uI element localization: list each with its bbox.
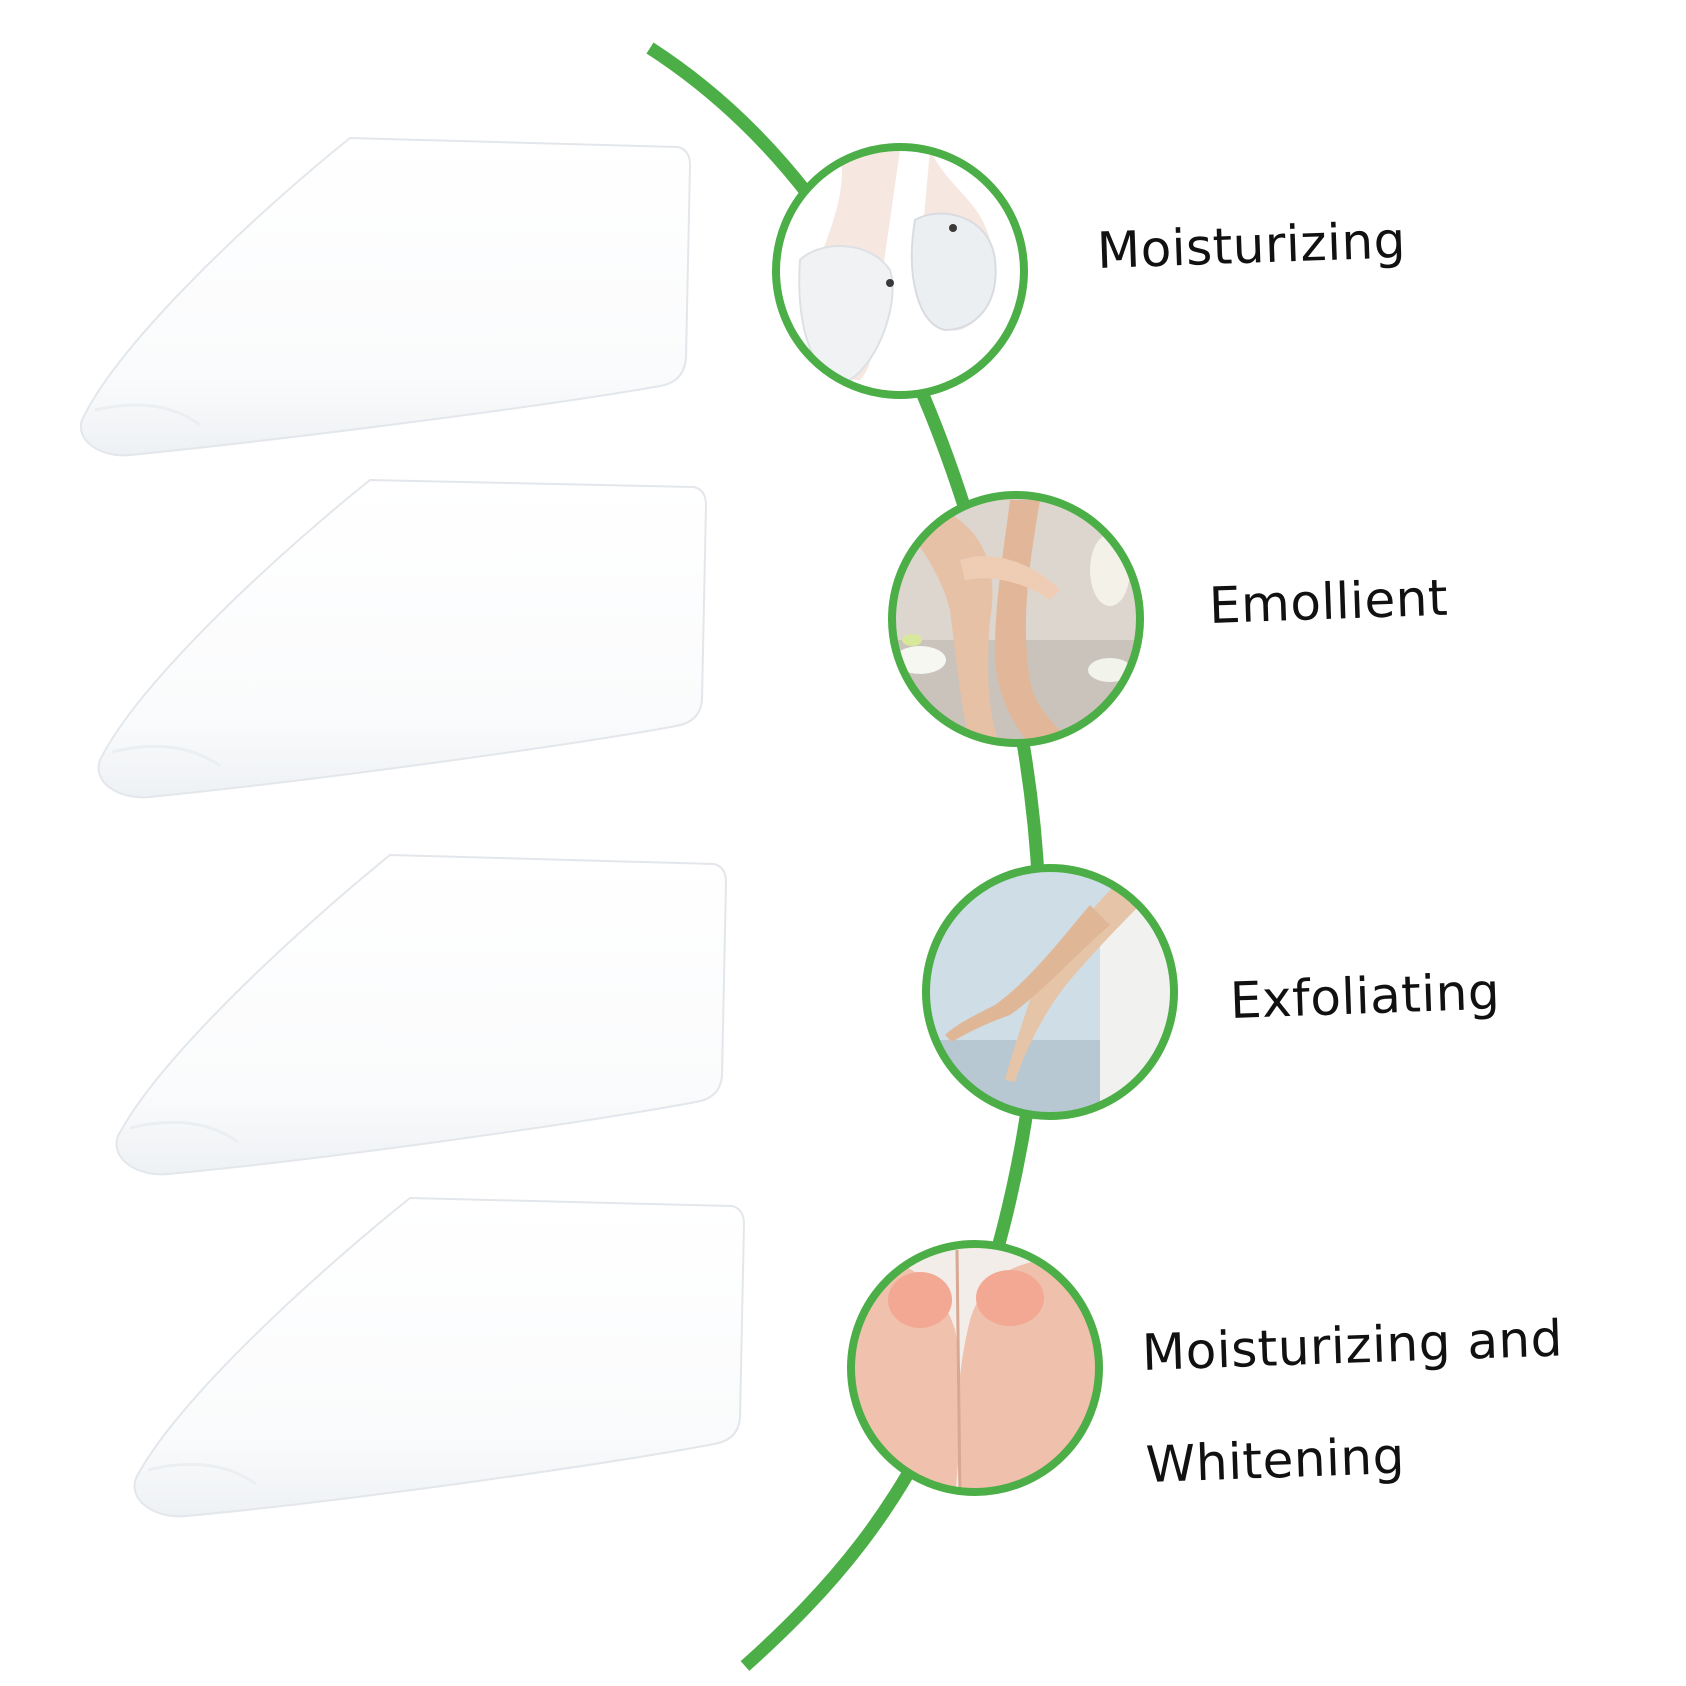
feature-label-emollient: Emollient — [1207, 568, 1449, 635]
feature-label-moisturizing-and-whitening: Moisturizing and Whitening — [1140, 1282, 1569, 1521]
feet-in-peel-socks-photo — [772, 143, 1028, 399]
photo-frame-ring — [847, 1240, 1103, 1496]
crossed-legs-photo — [888, 491, 1144, 747]
photo-frame-ring — [772, 143, 1028, 399]
photo-frame-ring — [922, 864, 1178, 1120]
feature-label-line-2: Whitening — [1144, 1426, 1406, 1494]
photo-frame-ring — [888, 491, 1144, 747]
sock-4 — [133, 1196, 746, 1518]
raised-legs-photo — [922, 864, 1178, 1120]
sock-2 — [97, 478, 708, 799]
feature-label-moisturizing: Moisturizing — [1095, 211, 1407, 280]
soles-of-feet-photo — [847, 1240, 1103, 1496]
feature-label-line-1: Moisturizing and — [1141, 1309, 1564, 1383]
sock-3 — [115, 853, 728, 1176]
feature-label-exfoliating: Exfoliating — [1228, 962, 1502, 1030]
sock-1 — [79, 136, 692, 457]
